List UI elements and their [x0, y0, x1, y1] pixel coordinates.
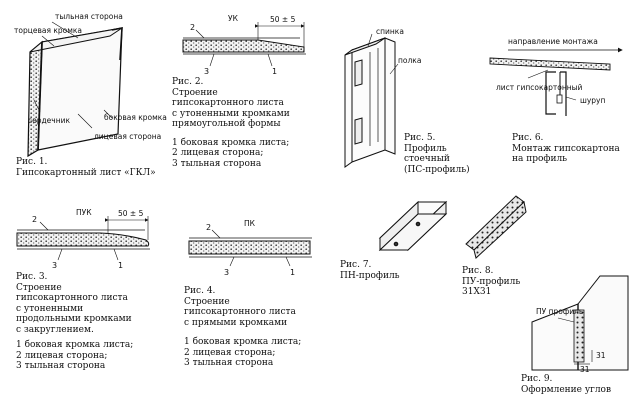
fig6-caption-line: Монтаж гипсокартона — [512, 143, 620, 154]
fig3-legend-item: 2 лицевая сторона; — [16, 350, 108, 361]
fig3-caption-line: продольными кромками — [16, 314, 132, 324]
fig1-leaders — [33, 21, 113, 129]
fig4-edge-type-tag: ПК — [244, 219, 256, 228]
fig1-label-back: тыльная сторона — [55, 12, 123, 21]
fig5-caption-line: (ПС-профиль) — [404, 164, 470, 175]
fig6-caption-line: Рис. 6. — [512, 133, 544, 143]
fig9-caption-line: Рис. 9. — [521, 374, 553, 384]
fig1-caption: Рис. 1. Гипсокартонный лист «ГКЛ» — [16, 157, 156, 178]
fig4-caption-line: гипсокартонного листа — [184, 307, 296, 317]
fig9-caption-line: Оформление углов — [521, 384, 612, 395]
fig3-legend-item: 3 тыльная сторона — [16, 361, 106, 371]
fig2-caption-line: с утоненными кромками — [172, 108, 290, 119]
fig4-edge-section — [188, 229, 312, 267]
fig4-legend-item: 2 лицевая сторона; — [184, 347, 276, 358]
fig2-callout-1: 1 — [272, 67, 277, 76]
fig1-label-core: сердечник — [28, 116, 71, 125]
fig1-label-end-edge: торцевая кромка — [14, 26, 82, 35]
fig3-edge-section — [16, 216, 150, 261]
fig5-leaders — [367, 33, 399, 75]
fig6-caption-line: на профиль — [512, 154, 568, 164]
fig2-legend-item: 3 тыльная сторона — [172, 158, 262, 169]
fig8-caption-line: Рис. 8. — [462, 266, 494, 276]
fig8-caption: Рис. 8. ПУ-профиль 31Х31 — [462, 266, 520, 298]
fig7-caption-line: ПН-профиль — [340, 270, 400, 281]
fig2-legend-item: 2 лицевая сторона; — [172, 148, 264, 158]
fig2-caption-line: Рис. 2. — [172, 77, 204, 87]
fig1-caption-line: Рис. 1. — [16, 157, 48, 167]
fig1-caption-line: Гипсокартонный лист «ГКЛ» — [16, 167, 156, 178]
fig4-callout-3: 3 — [224, 268, 229, 277]
fig7-caption: Рис. 7. ПН-профиль — [340, 260, 400, 281]
fig5-stud-profile-drawing — [344, 37, 396, 168]
fig2-callout-2: 2 — [190, 23, 195, 32]
fig4-legend-item: 1 боковая кромка листа; — [184, 337, 302, 347]
fig2-caption-line: прямоугольной формы — [172, 119, 281, 129]
fig1-label-face: лицевая сторона — [94, 132, 161, 141]
fig3-caption: Рис. 3. Строение гипсокартонного листа с… — [16, 272, 133, 372]
fig2-caption-line: гипсокартонного листа — [172, 98, 284, 108]
fig7-pn-profile-drawing — [378, 200, 448, 252]
fig3-caption-line: с закруглением. — [16, 324, 94, 335]
fig2-caption: Рис. 2. Строение гипсокартонного листа с… — [172, 77, 290, 169]
fig3-callout-3: 3 — [52, 261, 57, 270]
fig2-callout-3: 3 — [204, 67, 209, 76]
fig5-caption-line: стоечный — [404, 154, 450, 164]
fig5-caption: Рис. 5. Профиль стоечный (ПС-профиль) — [404, 133, 470, 175]
fig9-label-line1: ПУ профиль — [536, 307, 583, 316]
fig9-corner-drawing — [531, 275, 629, 371]
fig5-label-back: спинка — [376, 27, 404, 36]
fig6-label-direction: направление монтажа — [508, 37, 598, 46]
fig4-callout-2: 2 — [206, 223, 211, 232]
fig1-gypsum-sheet-drawing — [27, 27, 123, 158]
fig3-caption-line: гипсокартонного листа — [16, 293, 128, 303]
fig9-dim-1: 31 — [580, 365, 590, 374]
fig4-caption-line: Строение — [184, 296, 230, 307]
fig2-edge-section — [182, 22, 306, 67]
fig8-caption-line: ПУ-профиль — [462, 276, 521, 287]
fig9-caption: Рис. 9. Оформление углов — [521, 374, 611, 395]
fig5-caption-line: Рис. 5. — [404, 133, 436, 143]
fig6-caption: Рис. 6. Монтаж гипсокартона на профиль — [512, 133, 620, 165]
fig3-callout-1: 1 — [118, 261, 123, 270]
fig4-legend-item: 3 тыльная сторона — [184, 358, 274, 368]
fig4-caption: Рис. 4. Строение гипсокартонного листа с… — [184, 286, 301, 369]
fig2-caption-line: Строение — [172, 87, 218, 98]
fig3-callout-2: 2 — [32, 215, 37, 224]
fig4-caption-line: с прямыми кромками — [184, 317, 288, 328]
fig6-label-screw: шуруп — [580, 96, 606, 105]
fig6-mounting-drawing — [489, 47, 623, 116]
fig4-callout-1: 1 — [290, 268, 295, 277]
fig5-label-flange: полка — [398, 56, 421, 65]
fig1-label-side-edge: боковая кромка — [104, 113, 167, 122]
fig8-caption-line: 31Х31 — [462, 287, 492, 297]
fig3-dimension: 50 ± 5 — [118, 209, 144, 218]
fig8-pu-profile-drawing — [465, 195, 527, 259]
fig3-legend-item: 1 боковая кромка листа; — [16, 340, 134, 350]
fig3-caption-line: Строение — [16, 282, 62, 293]
fig2-dimension: 50 ± 5 — [270, 15, 296, 24]
fig5-caption-line: Профиль — [404, 143, 447, 154]
fig4-caption-line: Рис. 4. — [184, 286, 216, 296]
fig3-caption-line: Рис. 3. — [16, 272, 48, 282]
fig7-caption-line: Рис. 7. — [340, 260, 372, 270]
fig3-caption-line: с утоненными — [16, 303, 84, 314]
fig9-dim-2: 31 — [596, 351, 606, 360]
fig6-label-sheet: лист гипсокартонный — [496, 83, 583, 92]
fig2-legend-item: 1 боковая кромка листа; — [172, 137, 290, 148]
fig3-edge-type-tag: ПУК — [76, 208, 92, 217]
fig2-edge-type-tag: УК — [228, 14, 239, 23]
